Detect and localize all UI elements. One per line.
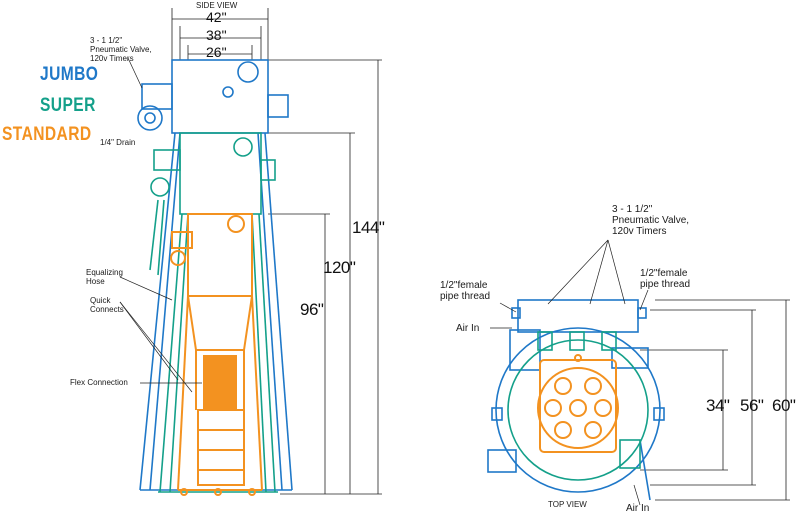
super-outline: [149, 132, 278, 493]
air-in-bottom-label: Air In: [626, 503, 650, 514]
top-leaders: [490, 239, 649, 506]
side-valve-label: 3 - 1 1/2" Pneumatic Valve, 120v Timers: [90, 36, 152, 63]
quick-connects-label: Quick Connects: [90, 296, 124, 314]
side-view-label: SIDE VIEW: [196, 1, 238, 10]
legend-super: SUPER: [40, 95, 96, 116]
dim-144: 144": [352, 218, 385, 237]
dim-56: 56": [740, 396, 764, 415]
dim-96: 96": [300, 300, 324, 319]
dim-38: 38": [206, 27, 227, 43]
side-width-dimensions: [171, 8, 269, 60]
pipe-thread-right-label: 1/2"female pipe thread: [640, 268, 691, 290]
side-leaders: [119, 57, 202, 393]
dim-60: 60": [772, 396, 796, 415]
side-height-dimensions: [268, 59, 382, 495]
standard-outline: [170, 213, 263, 496]
legend-standard: STANDARD: [2, 124, 92, 145]
pipe-thread-left-label: 1/2"female pipe thread: [440, 280, 491, 302]
top-valve-label: 3 - 1 1/2" Pneumatic Valve, 120v Timers: [612, 204, 690, 237]
flex-connection-label: Flex Connection: [70, 378, 128, 387]
drain-label: 1/4" Drain: [100, 138, 136, 147]
top-view-label: TOP VIEW: [548, 500, 587, 509]
dim-120: 120": [323, 258, 356, 277]
top-view-dimensions: [640, 299, 790, 501]
top-view-super: [507, 331, 649, 481]
dim-26: 26": [206, 44, 227, 60]
dim-42: 42": [206, 9, 227, 25]
top-view-standard: [537, 354, 619, 453]
equalizing-hose-label: Equalizing Hose: [86, 268, 123, 286]
air-in-left-label: Air In: [456, 323, 480, 334]
dim-34: 34": [706, 396, 730, 415]
jumbo-outline: [137, 59, 293, 491]
legend-jumbo: JUMBO: [40, 64, 99, 85]
